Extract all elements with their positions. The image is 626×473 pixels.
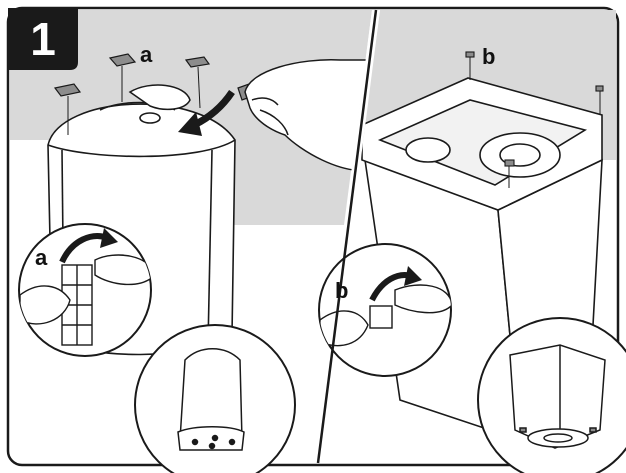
left-inset-label: a: [35, 245, 48, 270]
panel-divider: [316, 9, 378, 464]
pad-a-callout: [108, 53, 137, 67]
step-number: 1: [30, 13, 56, 65]
left-arrow-head: [178, 112, 202, 136]
left-inset-bottom: [134, 324, 296, 473]
pad-a-rear-right: [184, 56, 211, 68]
left-pad-label: a: [140, 42, 153, 67]
right-pad-label: b: [482, 44, 495, 69]
pad-b-front: [504, 159, 515, 167]
left-inset-peel: [18, 223, 152, 357]
right-inset-label: b: [335, 278, 348, 303]
pad-b-callout: [465, 51, 475, 58]
pad-a-rear-left: [53, 83, 82, 97]
pad-b-right: [595, 85, 604, 92]
left-hand-support: [128, 84, 191, 111]
step-number-box: [8, 8, 78, 70]
right-inset-peel: [318, 243, 452, 377]
right-inset-bottom: [477, 317, 626, 473]
left-hand-top: [244, 59, 372, 172]
